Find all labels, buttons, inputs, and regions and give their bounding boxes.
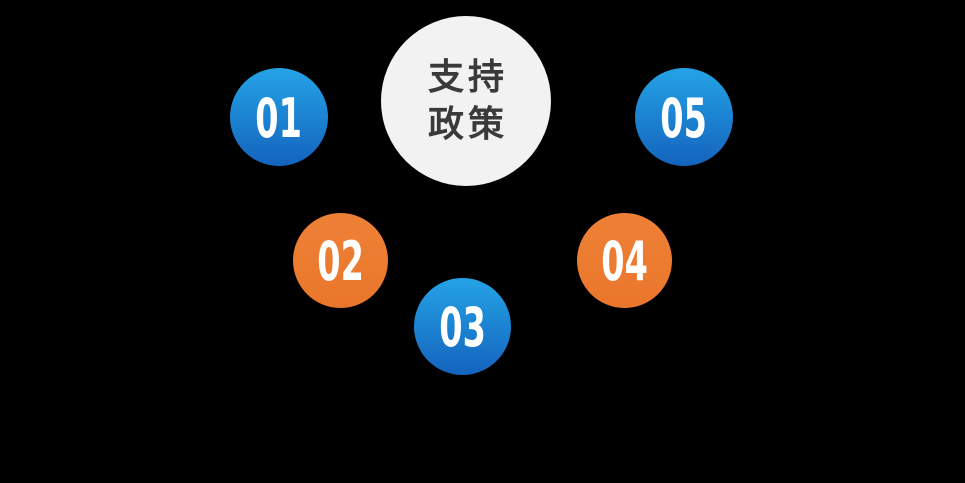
node-05-label: 05 (660, 86, 708, 150)
node-03-label: 03 (439, 296, 486, 359)
hub-circle: 支持 政策 (381, 16, 551, 186)
hub-title: 支持 政策 (424, 54, 508, 148)
node-02-label: 02 (317, 230, 364, 293)
hub-title-line2: 政策 (427, 103, 508, 145)
node-03-circle: 03 (414, 278, 511, 375)
node-01-circle: 01 (230, 68, 328, 166)
hub-title-line1: 支持 (427, 56, 508, 98)
node-04-circle: 04 (577, 213, 672, 308)
node-01-label: 01 (255, 86, 303, 150)
node-05-circle: 05 (635, 68, 733, 166)
node-04-label: 04 (601, 230, 648, 293)
node-02-circle: 02 (293, 213, 388, 308)
